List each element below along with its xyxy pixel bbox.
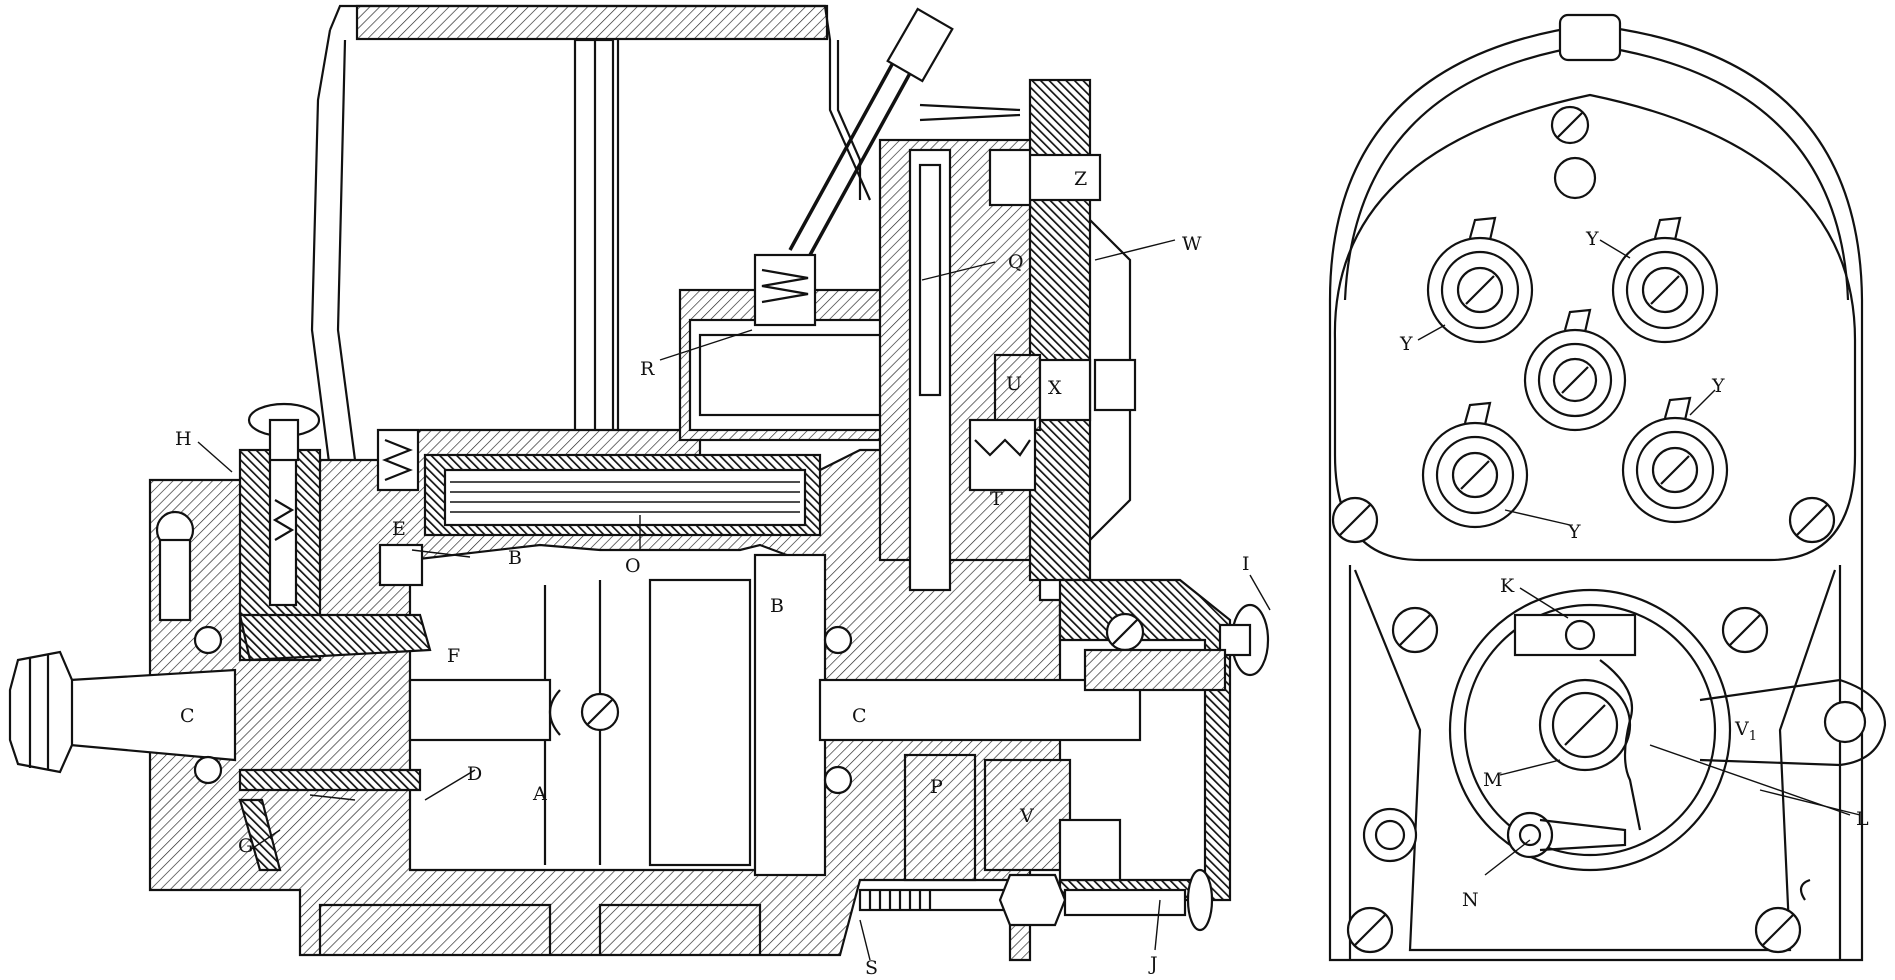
brush-holder: [238, 613, 432, 662]
terminal-Y-upper-right: [1611, 216, 1719, 344]
piece-V: [983, 758, 1072, 872]
shaft-nut: [8, 650, 74, 774]
label-Y-3: Y: [1711, 375, 1725, 397]
shaft-left: [68, 668, 237, 762]
leader-lines-left: [197, 239, 1271, 961]
label-I: I: [1242, 553, 1250, 575]
label-W: W: [1182, 233, 1202, 255]
label-N: N: [1462, 889, 1479, 911]
label-A: A: [532, 783, 547, 805]
label-B-right: B: [770, 595, 784, 617]
label-V1: V1: [1734, 718, 1757, 744]
label-L: L: [1856, 808, 1869, 830]
terminal-Y-set: [1421, 216, 1729, 529]
label-Y-1: Y: [1585, 228, 1599, 250]
label-P: P: [930, 776, 943, 798]
terminal-Z: [1023, 153, 1102, 202]
terminal-Y-center: [1523, 308, 1627, 432]
label-V: V: [1019, 805, 1034, 827]
label-U: U: [1006, 373, 1022, 395]
label-C-left: C: [180, 705, 195, 727]
piece-P: [903, 753, 977, 882]
label-C-right: C: [852, 705, 867, 727]
label-R: R: [640, 358, 655, 380]
label-H: H: [175, 428, 192, 450]
lever-V1: [1699, 678, 1887, 767]
label-D: D: [467, 763, 482, 785]
end-cap-dome: [1328, 23, 1864, 550]
label-S: S: [865, 957, 878, 979]
label-T: T: [990, 488, 1003, 510]
label-B-upper: B: [508, 547, 522, 569]
armature-core: [648, 578, 752, 867]
magnet-top: [355, 4, 829, 41]
label-M: M: [1483, 769, 1502, 791]
magnet-housing: [328, 4, 872, 201]
terminal-Y-lower-right: [1621, 396, 1729, 524]
label-Z: Z: [1074, 168, 1087, 190]
sectional-view: [8, 4, 1270, 962]
leader-lines-right: [1417, 239, 1861, 876]
label-V1-sub: 1: [1749, 729, 1757, 744]
distributor-plate: [1333, 93, 1857, 562]
label-F: F: [447, 645, 460, 667]
label-J: J: [1148, 953, 1158, 975]
terminal-Y-upper-left: [1426, 216, 1534, 344]
label-G: G: [238, 835, 253, 857]
label-Q: Q: [1008, 251, 1024, 273]
contact-breaker: [1448, 588, 1887, 901]
callout-labels: H E B O B F C C D A G P V S J I R Q Z W …: [175, 168, 1869, 979]
label-X: X: [1048, 377, 1062, 399]
label-O: O: [625, 555, 641, 577]
end-plate-B: [753, 553, 827, 877]
end-view: [1328, 13, 1887, 962]
label-E: E: [392, 518, 406, 540]
label-Y-2: Y: [1399, 333, 1413, 355]
label-V1-main: V: [1734, 718, 1749, 740]
spring-T: [968, 418, 1037, 492]
body-lower: [1328, 550, 1864, 962]
terminal-Y-lower-left: [1421, 401, 1529, 529]
label-Y-4: Y: [1567, 521, 1581, 543]
shaft-body: [408, 678, 552, 742]
label-K: K: [1500, 575, 1515, 597]
adjust-screw: [858, 888, 1012, 912]
oil-tube: [788, 49, 902, 251]
